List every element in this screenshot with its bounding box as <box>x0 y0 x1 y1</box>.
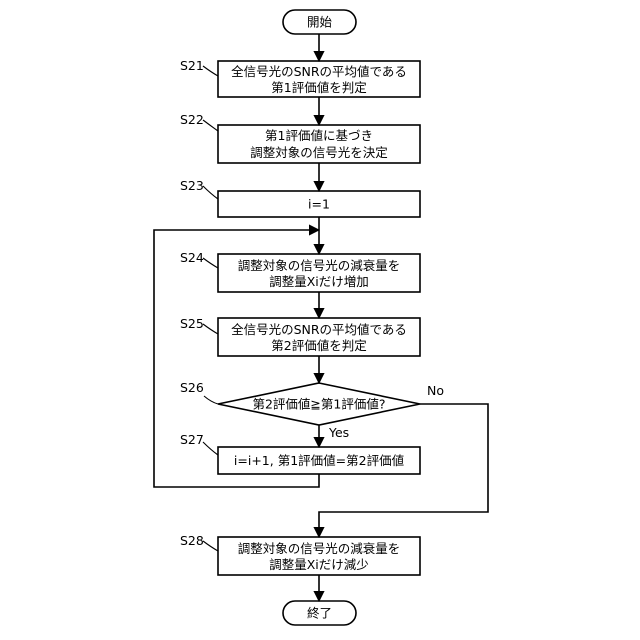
step-s25-line2: 第2評価値を判定 <box>271 338 366 353</box>
callout-s23 <box>203 186 218 199</box>
step-s21: S21 全信号光のSNRの平均値である 第1評価値を判定 <box>180 58 420 97</box>
step-s23-line1: i=1 <box>308 197 330 212</box>
callout-s24 <box>203 258 218 268</box>
step-s28-line2: 調整量Xiだけ減少 <box>269 557 369 572</box>
end-terminal: 終了 <box>283 601 356 625</box>
step-id-s22: S22 <box>180 112 204 127</box>
step-s24-line2: 調整量Xiだけ増加 <box>269 274 369 289</box>
callout-s22 <box>203 120 218 131</box>
callout-s28 <box>203 541 218 551</box>
step-s22: S22 第1評価値に基づき 調整対象の信号光を決定 <box>180 112 420 163</box>
step-id-s27: S27 <box>180 432 204 447</box>
step-s26-decision: S26 第2評価値≧第1評価値? <box>180 380 420 425</box>
step-id-s28: S28 <box>180 533 204 548</box>
no-label: No <box>427 383 444 398</box>
step-s22-line2: 調整対象の信号光を決定 <box>250 145 388 160</box>
callout-s25 <box>203 324 218 334</box>
step-s21-line2: 第1評価値を判定 <box>271 80 366 95</box>
callout-s21 <box>203 66 218 76</box>
step-s24-line1: 調整対象の信号光の減衰量を <box>238 258 401 273</box>
step-id-s21: S21 <box>180 58 204 73</box>
start-label: 開始 <box>307 15 333 30</box>
step-s24: S24 調整対象の信号光の減衰量を 調整量Xiだけ増加 <box>180 250 420 292</box>
step-id-s25: S25 <box>180 316 204 331</box>
step-id-s24: S24 <box>180 250 204 265</box>
step-s21-line1: 全信号光のSNRの平均値である <box>231 64 407 79</box>
step-s27-line1: i=i+1, 第1評価値=第2評価値 <box>234 453 404 468</box>
step-s25: S25 全信号光のSNRの平均値である 第2評価値を判定 <box>180 316 420 356</box>
callout-s26 <box>204 396 218 404</box>
step-s23: S23 i=1 <box>180 178 420 217</box>
callout-s27 <box>203 442 218 455</box>
step-s28-line1: 調整対象の信号光の減衰量を <box>238 541 401 556</box>
step-id-s23: S23 <box>180 178 204 193</box>
end-label: 終了 <box>307 606 332 621</box>
step-s22-line1: 第1評価値に基づき <box>265 128 373 143</box>
yes-label: Yes <box>328 425 349 440</box>
step-s28: S28 調整対象の信号光の減衰量を 調整量Xiだけ減少 <box>180 533 420 575</box>
step-s26-line1: 第2評価値≧第1評価値? <box>252 397 385 412</box>
start-terminal: 開始 <box>283 10 356 34</box>
step-s27: S27 i=i+1, 第1評価値=第2評価値 <box>180 432 420 474</box>
step-s25-line1: 全信号光のSNRの平均値である <box>231 322 407 337</box>
step-id-s26: S26 <box>180 380 204 395</box>
